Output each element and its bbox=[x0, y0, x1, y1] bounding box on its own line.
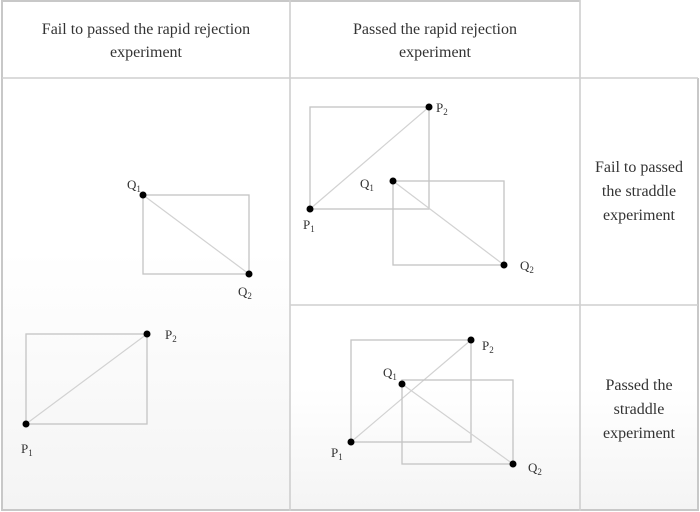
point-p1 bbox=[22, 420, 30, 428]
segment-p bbox=[25, 333, 148, 425]
label-p2: P2 bbox=[436, 100, 448, 117]
header-pass-rapid-rejection: Passed the rapid rejection experiment bbox=[353, 21, 517, 61]
point-q1 bbox=[139, 191, 147, 199]
point-p2 bbox=[425, 103, 433, 111]
point-p2 bbox=[143, 330, 151, 338]
bounding-box-p bbox=[309, 106, 430, 210]
label-q2: Q2 bbox=[528, 460, 542, 477]
point-q2 bbox=[245, 270, 253, 278]
point-p1 bbox=[306, 205, 314, 213]
label-q2: Q2 bbox=[520, 258, 534, 275]
point-q2 bbox=[500, 261, 508, 269]
cell-fail-rapid-rejection-bg bbox=[2, 78, 290, 510]
figure-pass-rapid-pass-straddle: P1 P2 Q1 Q2 bbox=[331, 336, 542, 477]
bounding-box-q bbox=[401, 379, 514, 465]
point-q1 bbox=[398, 380, 406, 388]
segment-p bbox=[309, 106, 430, 210]
label-q1: Q1 bbox=[383, 365, 397, 382]
point-q1 bbox=[389, 177, 397, 185]
point-q2 bbox=[509, 460, 517, 468]
label-q1: Q1 bbox=[360, 176, 374, 193]
label-q2: Q2 bbox=[238, 284, 252, 301]
figure-pass-rapid-fail-straddle: P1 P2 Q1 Q2 bbox=[303, 100, 534, 275]
point-p1 bbox=[347, 438, 355, 446]
cell-pass-rapid-fail-straddle-bg bbox=[290, 78, 580, 305]
row-label-fail-straddle: Fail to passed the straddle experiment bbox=[595, 159, 683, 224]
row-label-cell-2-bg bbox=[580, 305, 698, 510]
label-q1: Q1 bbox=[127, 177, 141, 194]
bounding-box-q bbox=[142, 194, 250, 275]
row-label-cell-1-bg bbox=[580, 78, 698, 305]
bounding-box-p bbox=[350, 339, 472, 443]
segment-q bbox=[392, 180, 505, 266]
segment-q bbox=[142, 194, 250, 275]
header-fail-rapid-rejection: Fail to passed the rapid rejection exper… bbox=[41, 21, 251, 61]
label-p1: P1 bbox=[331, 445, 343, 462]
label-p1: P1 bbox=[21, 441, 33, 458]
label-p2: P2 bbox=[482, 338, 494, 355]
point-p2 bbox=[467, 336, 475, 344]
figure-fail-rapid-rejection: Q1 Q2 P1 P2 bbox=[21, 177, 253, 458]
bounding-box-q bbox=[392, 180, 505, 266]
label-p1: P1 bbox=[303, 217, 315, 234]
label-p2: P2 bbox=[165, 327, 177, 344]
row-label-pass-straddle: Passed the straddle experiment bbox=[603, 377, 675, 442]
bounding-box-p bbox=[25, 333, 148, 425]
segment-q bbox=[401, 383, 514, 465]
